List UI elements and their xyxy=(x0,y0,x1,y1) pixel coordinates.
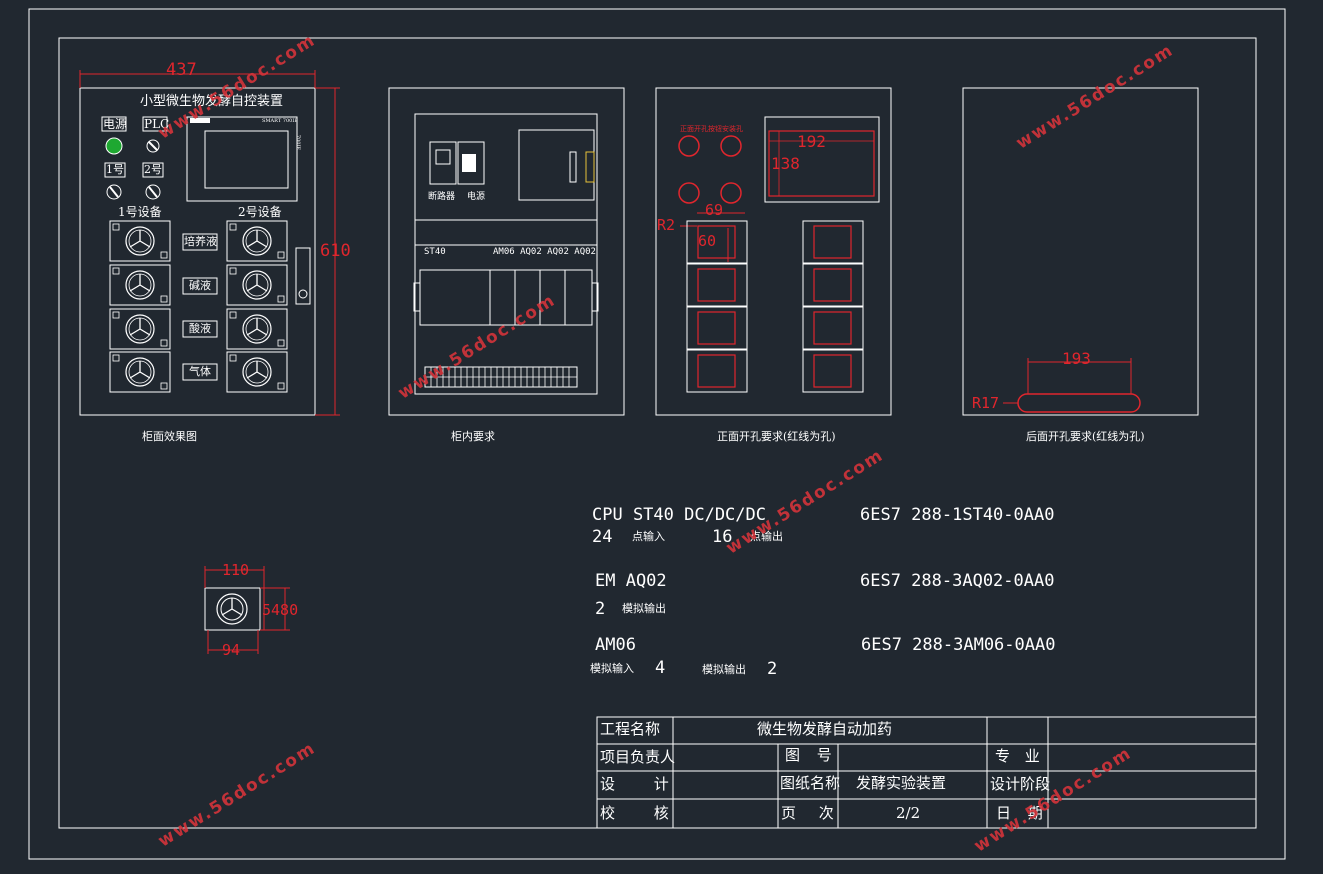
no2-label: 2号 xyxy=(144,163,162,176)
cpu-output-label: 点输出 xyxy=(750,530,783,543)
tb-page-value: 2/2 xyxy=(896,804,921,822)
dim-192: 192 xyxy=(797,132,826,151)
em-output-label: 模拟输出 xyxy=(622,602,666,615)
panel-front-holes xyxy=(655,87,892,416)
cpu-output-count: 16 xyxy=(712,527,733,547)
dim-110: 110 xyxy=(222,561,250,579)
tb-project-value: 微生物发酵自动加药 xyxy=(757,720,893,738)
dim-610: 610 xyxy=(320,241,351,261)
st40-label: ST40 xyxy=(424,247,446,257)
dim-94: 94 xyxy=(222,641,241,659)
tb-drawing-name-value: 发酵实验装置 xyxy=(856,774,947,792)
device2-label: 2号设备 xyxy=(238,205,282,219)
power-indicator-lamp xyxy=(105,137,123,155)
cpu-input-label: 点输入 xyxy=(632,530,665,543)
panel-face xyxy=(79,70,340,416)
tb-date-label: 日 期 xyxy=(996,804,1043,822)
front-red-note: 正面开孔按钮安装孔 xyxy=(680,125,743,133)
tb-major-label: 专 业 xyxy=(995,747,1040,765)
dim-69: 69 xyxy=(705,201,724,219)
tb-page-label: 页 次 xyxy=(781,804,834,822)
am-code: 6ES7 288-3AM06-0AA0 xyxy=(861,635,1056,655)
am-input-count: 4 xyxy=(655,658,666,678)
pump-detail xyxy=(204,566,290,654)
hmi-brand-label: SMART 700IE xyxy=(262,118,298,124)
panel-interior xyxy=(388,87,625,416)
tb-leader-label: 项目负责人 xyxy=(600,748,676,766)
dim-60: 60 xyxy=(698,232,717,250)
tb-check-label: 校 核 xyxy=(600,804,669,822)
dim-side: 5480 xyxy=(262,601,299,619)
tb-drawing-no-label: 图 号 xyxy=(785,746,832,764)
tb-stage-label: 设计阶段 xyxy=(990,775,1051,793)
am-output-count: 2 xyxy=(767,659,778,679)
dim-r2: R2 xyxy=(657,216,676,234)
tb-project-label: 工程名称 xyxy=(600,720,661,738)
modules-label: AM06 AQ02 AQ02 AQ02 xyxy=(493,247,596,257)
em-name: EM AQ02 xyxy=(595,571,667,591)
cpu-input-count: 24 xyxy=(592,527,613,547)
medium-label-gas: 气体 xyxy=(189,365,211,378)
medium-label-alkali: 碱液 xyxy=(189,279,211,292)
no1-label: 1号 xyxy=(106,163,124,176)
panel-face-title: 小型微生物发酵自控装置 xyxy=(140,94,284,109)
breaker-label: 断路器 xyxy=(428,192,456,202)
am-output-label: 模拟输出 xyxy=(702,663,746,676)
cpu-code: 6ES7 288-1ST40-0AA0 xyxy=(860,505,1055,525)
dim-193: 193 xyxy=(1062,349,1091,368)
dim-r17: R17 xyxy=(972,394,1000,412)
panel-rear-caption: 后面开孔要求(红线为孔) xyxy=(1026,430,1145,443)
power-label: 电源 xyxy=(103,117,128,131)
hmi-side-label: 700IE xyxy=(295,134,302,151)
dim-138: 138 xyxy=(771,154,800,173)
am-input-label: 模拟输入 xyxy=(590,662,634,675)
panel-interior-caption: 柜内要求 xyxy=(451,430,495,443)
tb-drawing-name-label: 图纸名称 xyxy=(780,774,841,792)
plc-label: PLC xyxy=(144,117,170,131)
medium-label-acid: 酸液 xyxy=(189,322,211,335)
panel-front-caption: 正面开孔要求(红线为孔) xyxy=(717,430,836,443)
cpu-name: CPU ST40 DC/DC/DC xyxy=(592,505,766,525)
em-code: 6ES7 288-3AQ02-0AA0 xyxy=(860,571,1055,591)
psu-label: 电源 xyxy=(467,192,486,202)
outer-frame xyxy=(28,8,1286,860)
am-name: AM06 xyxy=(595,635,636,655)
em-output-count: 2 xyxy=(595,599,606,619)
title-block xyxy=(596,716,1257,829)
device1-label: 1号设备 xyxy=(118,205,162,219)
hmi-panel xyxy=(186,116,298,202)
medium-label-culture: 培养液 xyxy=(184,235,217,248)
dim-437: 437 xyxy=(166,60,197,80)
tb-design-label: 设 计 xyxy=(600,775,669,793)
panel-rear-holes xyxy=(962,87,1199,416)
panel-face-caption: 柜面效果图 xyxy=(142,430,197,443)
